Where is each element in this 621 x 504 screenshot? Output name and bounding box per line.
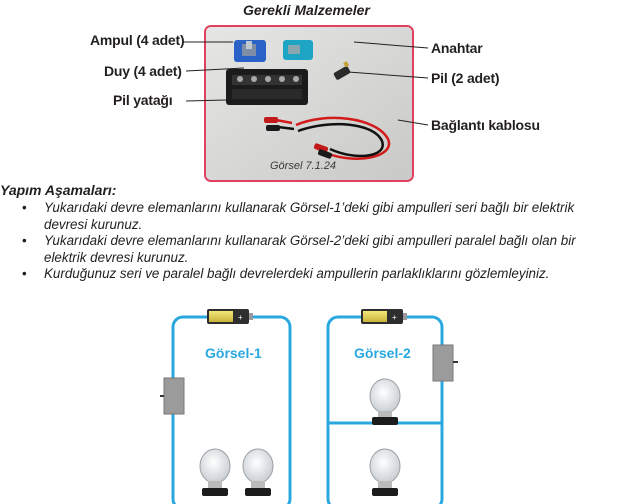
- label-kablo: Bağlantı kablosu: [431, 117, 540, 133]
- switch-cyan: [283, 40, 313, 60]
- cables-photo: [264, 116, 391, 160]
- svg-text:+: +: [238, 313, 243, 322]
- list-item: • Kurduğunuz seri ve paralel bağlı devrel…: [18, 266, 620, 283]
- switch-1: [160, 377, 185, 415]
- materials-title: Gerekli Malzemeler: [243, 2, 370, 18]
- label-duy: Duy (4 adet): [104, 63, 182, 79]
- materials-photo: [204, 25, 414, 182]
- bullet: •: [22, 200, 27, 215]
- photo-caption: Görsel 7.1.24: [270, 160, 337, 172]
- materials-photo-drawing: [206, 27, 412, 180]
- circuit-series: +: [160, 309, 292, 504]
- bulb-2b: [369, 448, 401, 496]
- label-pil-yatagi: Pil yatağı: [113, 92, 173, 108]
- battery-holder-photo: [226, 69, 308, 105]
- label-anahtar: Anahtar: [431, 40, 483, 56]
- list-item: • Yukarıdaki devre elemanlarını kullanara…: [18, 200, 620, 233]
- step-text: Yukarıdaki devre elemanlarını kullanarak…: [44, 233, 576, 265]
- step-text: Kurduğunuz seri ve paralel bağlı devrele…: [44, 266, 550, 281]
- label-pil: Pil (2 adet): [431, 70, 500, 86]
- step-text: Yukarıdaki devre elemanlarını kullanarak…: [44, 200, 575, 232]
- list-item: • Yukarıdaki devre elemanlarını kullanara…: [18, 233, 620, 266]
- bullet: •: [22, 233, 27, 248]
- circuit-parallel: +: [326, 309, 458, 504]
- bulb-1a: [199, 448, 231, 496]
- steps-list: • Yukarıdaki devre elemanlarını kullanara…: [18, 200, 620, 283]
- svg-text:+: +: [392, 313, 397, 322]
- battery-2: +: [361, 309, 407, 324]
- battery-1: +: [207, 309, 253, 324]
- steps-title: Yapım Aşamaları:: [0, 182, 117, 198]
- bulb-1b: [242, 448, 274, 496]
- bulb-2a: [369, 378, 401, 425]
- label-ampul: Ampul (4 adet): [90, 32, 185, 48]
- bullet: •: [22, 266, 27, 281]
- switch-blue-1: [234, 40, 266, 62]
- circuit-label-1: Görsel-1: [205, 345, 262, 361]
- circuit-label-2: Görsel-2: [354, 345, 411, 361]
- switch-2: [432, 344, 458, 382]
- battery-photo: [333, 61, 351, 80]
